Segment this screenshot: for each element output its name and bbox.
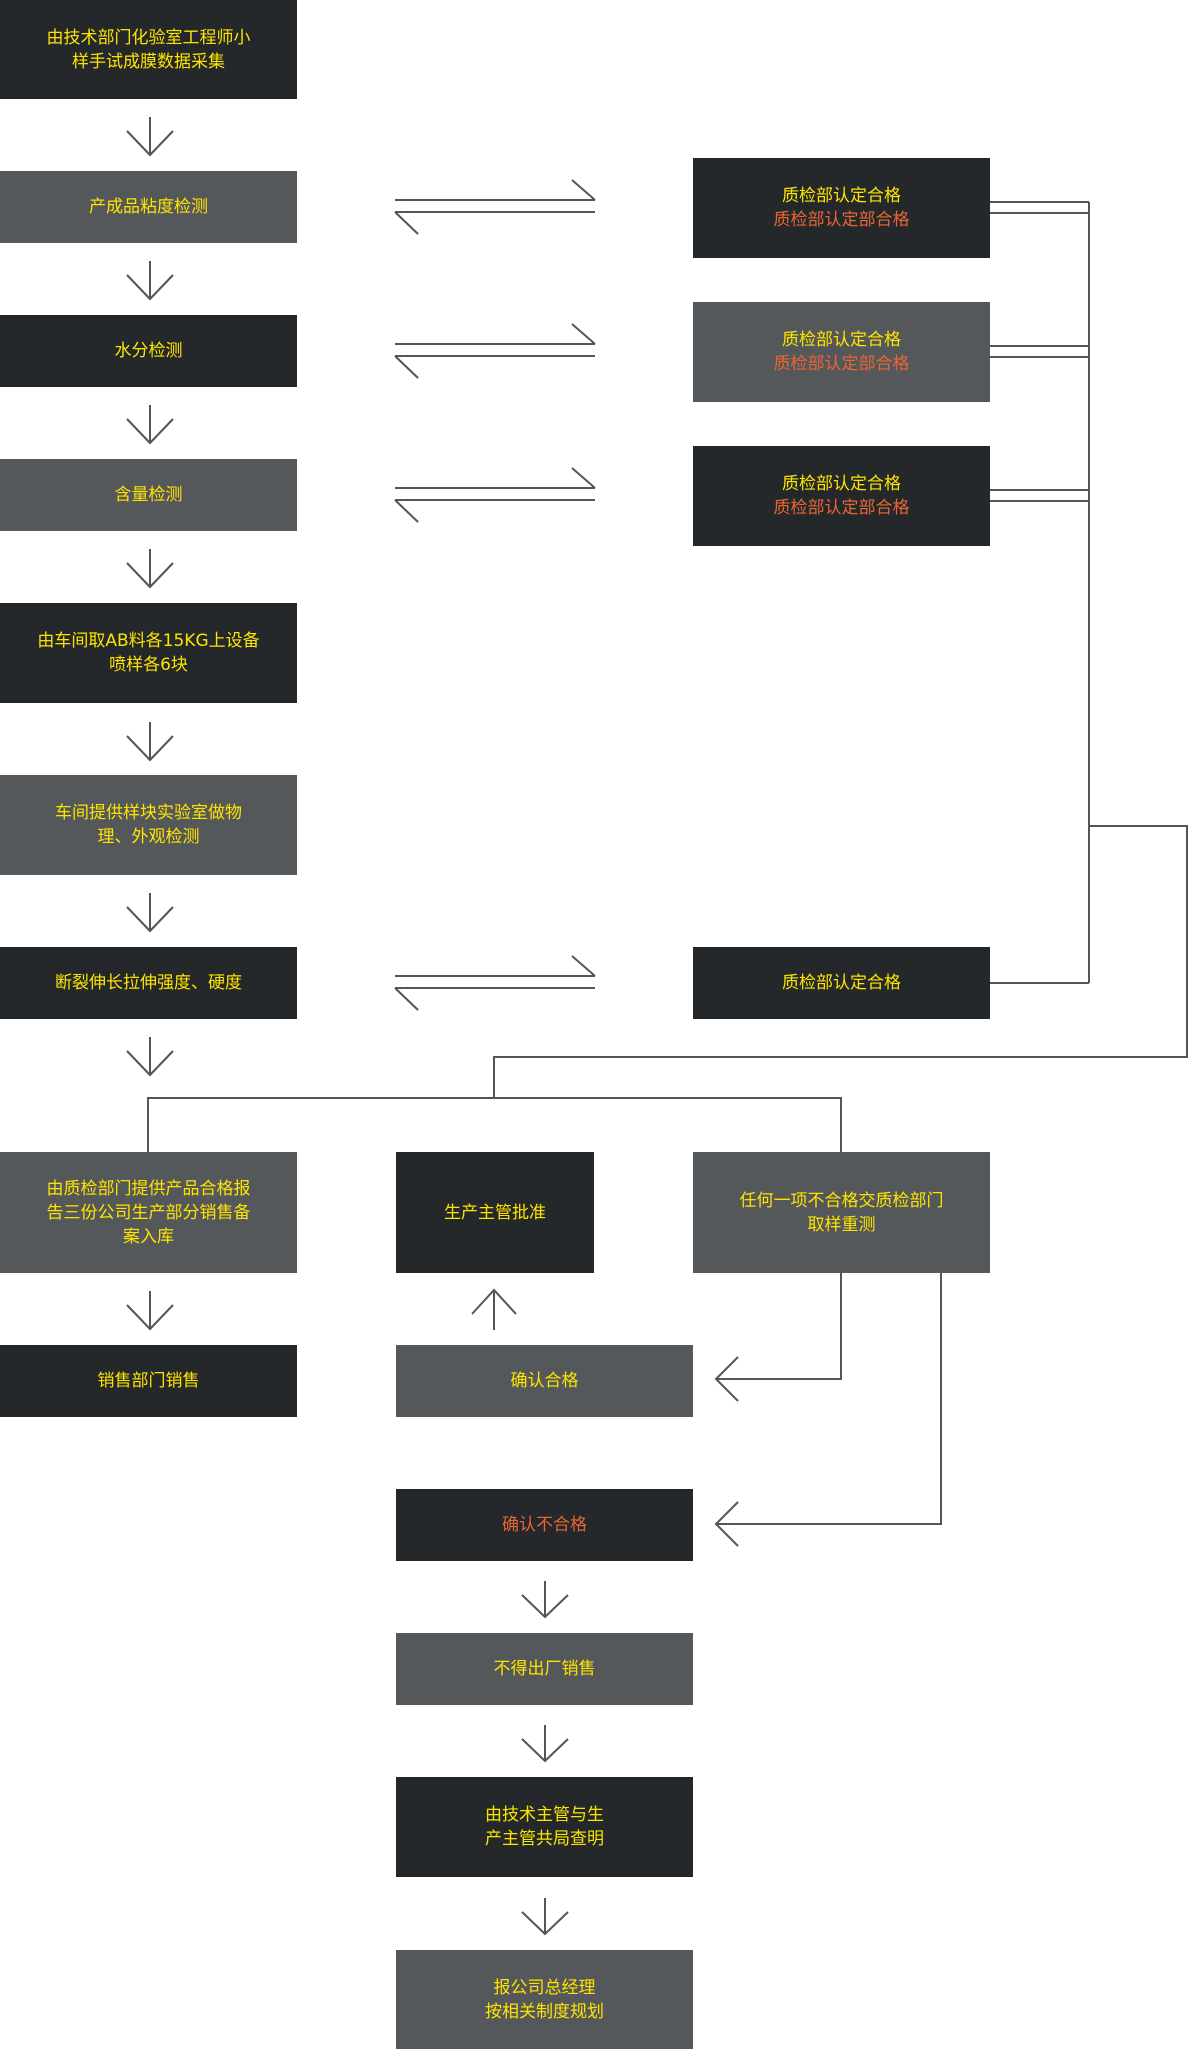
step-label: 销售部门销售 — [97, 1371, 200, 1391]
qc-partial-label: 质检部认定部合格 — [773, 210, 910, 230]
step-label: 任何一项不合格交质检部门 — [739, 1190, 944, 1211]
step-label: 水分检测 — [114, 341, 183, 361]
qc-pass-label: 质检部认定合格 — [782, 973, 901, 993]
step-label: 喷样各6块 — [109, 655, 188, 675]
step-investigate: 由技术主管与生 产主管共局查明 — [396, 1777, 693, 1877]
down-arrow-icon — [521, 1725, 569, 1763]
step-label: 由技术部门化验室工程师小 — [46, 27, 251, 48]
step-label: 车间提供样块实验室做物 — [55, 803, 242, 823]
step-qc-report: 由质检部门提供产品合格报 告三份公司生产部分销售备 案入库 — [0, 1152, 297, 1273]
qc-partial-label: 质检部认定部合格 — [773, 498, 910, 518]
step-moisture-test: 水分检测 — [0, 315, 297, 387]
bidirectional-arrow-icon — [394, 467, 596, 523]
qc-collector-line — [147, 201, 1188, 1152]
step-physical-test: 车间提供样块实验室做物 理、外观检测 — [0, 775, 297, 875]
bidirectional-arrow-icon — [394, 323, 596, 379]
down-arrow-icon — [126, 261, 174, 301]
step-label: 确认不合格 — [502, 1515, 587, 1535]
down-arrow-icon — [126, 722, 174, 762]
step-sample-collection: 由技术部门化验室工程师小 样手试成膜数据采集 — [0, 0, 297, 99]
step-viscosity-test: 产成品粘度检测 — [0, 171, 297, 243]
retest-to-pass-arrow — [714, 1271, 842, 1402]
qc-pass-label: 质检部认定合格 — [782, 186, 901, 206]
down-arrow-icon — [126, 1291, 174, 1331]
step-label: 取样重测 — [807, 1214, 876, 1235]
step-label: 不得出厂销售 — [493, 1659, 596, 1679]
step-label: 案入库 — [123, 1226, 174, 1247]
step-report-gm: 报公司总经理 按相关制度规划 — [396, 1950, 693, 2049]
qc-partial-label: 质检部认定部合格 — [773, 354, 910, 374]
down-arrow-icon — [126, 549, 174, 589]
down-arrow-icon — [126, 117, 174, 157]
up-arrow-icon — [471, 1288, 517, 1330]
retest-to-fail-arrow — [714, 1271, 942, 1547]
down-arrow-icon — [126, 1037, 174, 1077]
step-label: 告三份公司生产部分销售备 — [46, 1202, 251, 1223]
step-label: 报公司总经理 — [493, 1977, 596, 1998]
step-supervisor-approval: 生产主管批准 — [396, 1152, 594, 1273]
step-sales: 销售部门销售 — [0, 1345, 297, 1417]
down-arrow-icon — [126, 405, 174, 445]
qc-box-viscosity: 质检部认定合格 质检部认定部合格 — [693, 158, 990, 258]
step-label: 确认合格 — [510, 1371, 579, 1391]
step-label: 由车间取AB料各15KG上设备 — [37, 631, 260, 651]
step-no-sale: 不得出厂销售 — [396, 1633, 693, 1705]
step-label: 产主管共局查明 — [485, 1829, 604, 1849]
step-label: 生产主管批准 — [444, 1202, 546, 1223]
step-label: 理、外观检测 — [97, 827, 200, 847]
step-label: 按相关制度规划 — [485, 2001, 604, 2022]
qc-pass-label: 质检部认定合格 — [782, 330, 901, 350]
step-label: 样手试成膜数据采集 — [72, 51, 225, 72]
step-label: 由质检部门提供产品合格报 — [46, 1178, 251, 1199]
qc-box-tensile: 质检部认定合格 — [693, 947, 990, 1019]
down-arrow-icon — [126, 893, 174, 933]
qc-pass-label: 质检部认定合格 — [782, 474, 901, 494]
down-arrow-icon — [521, 1898, 569, 1936]
bidirectional-arrow-icon — [394, 955, 596, 1011]
step-label: 含量检测 — [114, 485, 183, 505]
step-content-test: 含量检测 — [0, 459, 297, 531]
down-arrow-icon — [521, 1581, 569, 1619]
step-confirm-pass: 确认合格 — [396, 1345, 693, 1417]
step-confirm-fail: 确认不合格 — [396, 1489, 693, 1561]
step-spray-samples: 由车间取AB料各15KG上设备 喷样各6块 — [0, 603, 297, 703]
step-label: 断裂伸长拉伸强度、硬度 — [55, 973, 242, 993]
bidirectional-arrow-icon — [394, 179, 596, 235]
step-label: 产成品粘度检测 — [89, 197, 208, 217]
step-tensile-test: 断裂伸长拉伸强度、硬度 — [0, 947, 297, 1019]
step-retest: 任何一项不合格交质检部门 取样重测 — [693, 1152, 990, 1273]
qc-box-content: 质检部认定合格 质检部认定部合格 — [693, 446, 990, 546]
step-label: 由技术主管与生 — [485, 1805, 604, 1825]
qc-box-moisture: 质检部认定合格 质检部认定部合格 — [693, 302, 990, 402]
